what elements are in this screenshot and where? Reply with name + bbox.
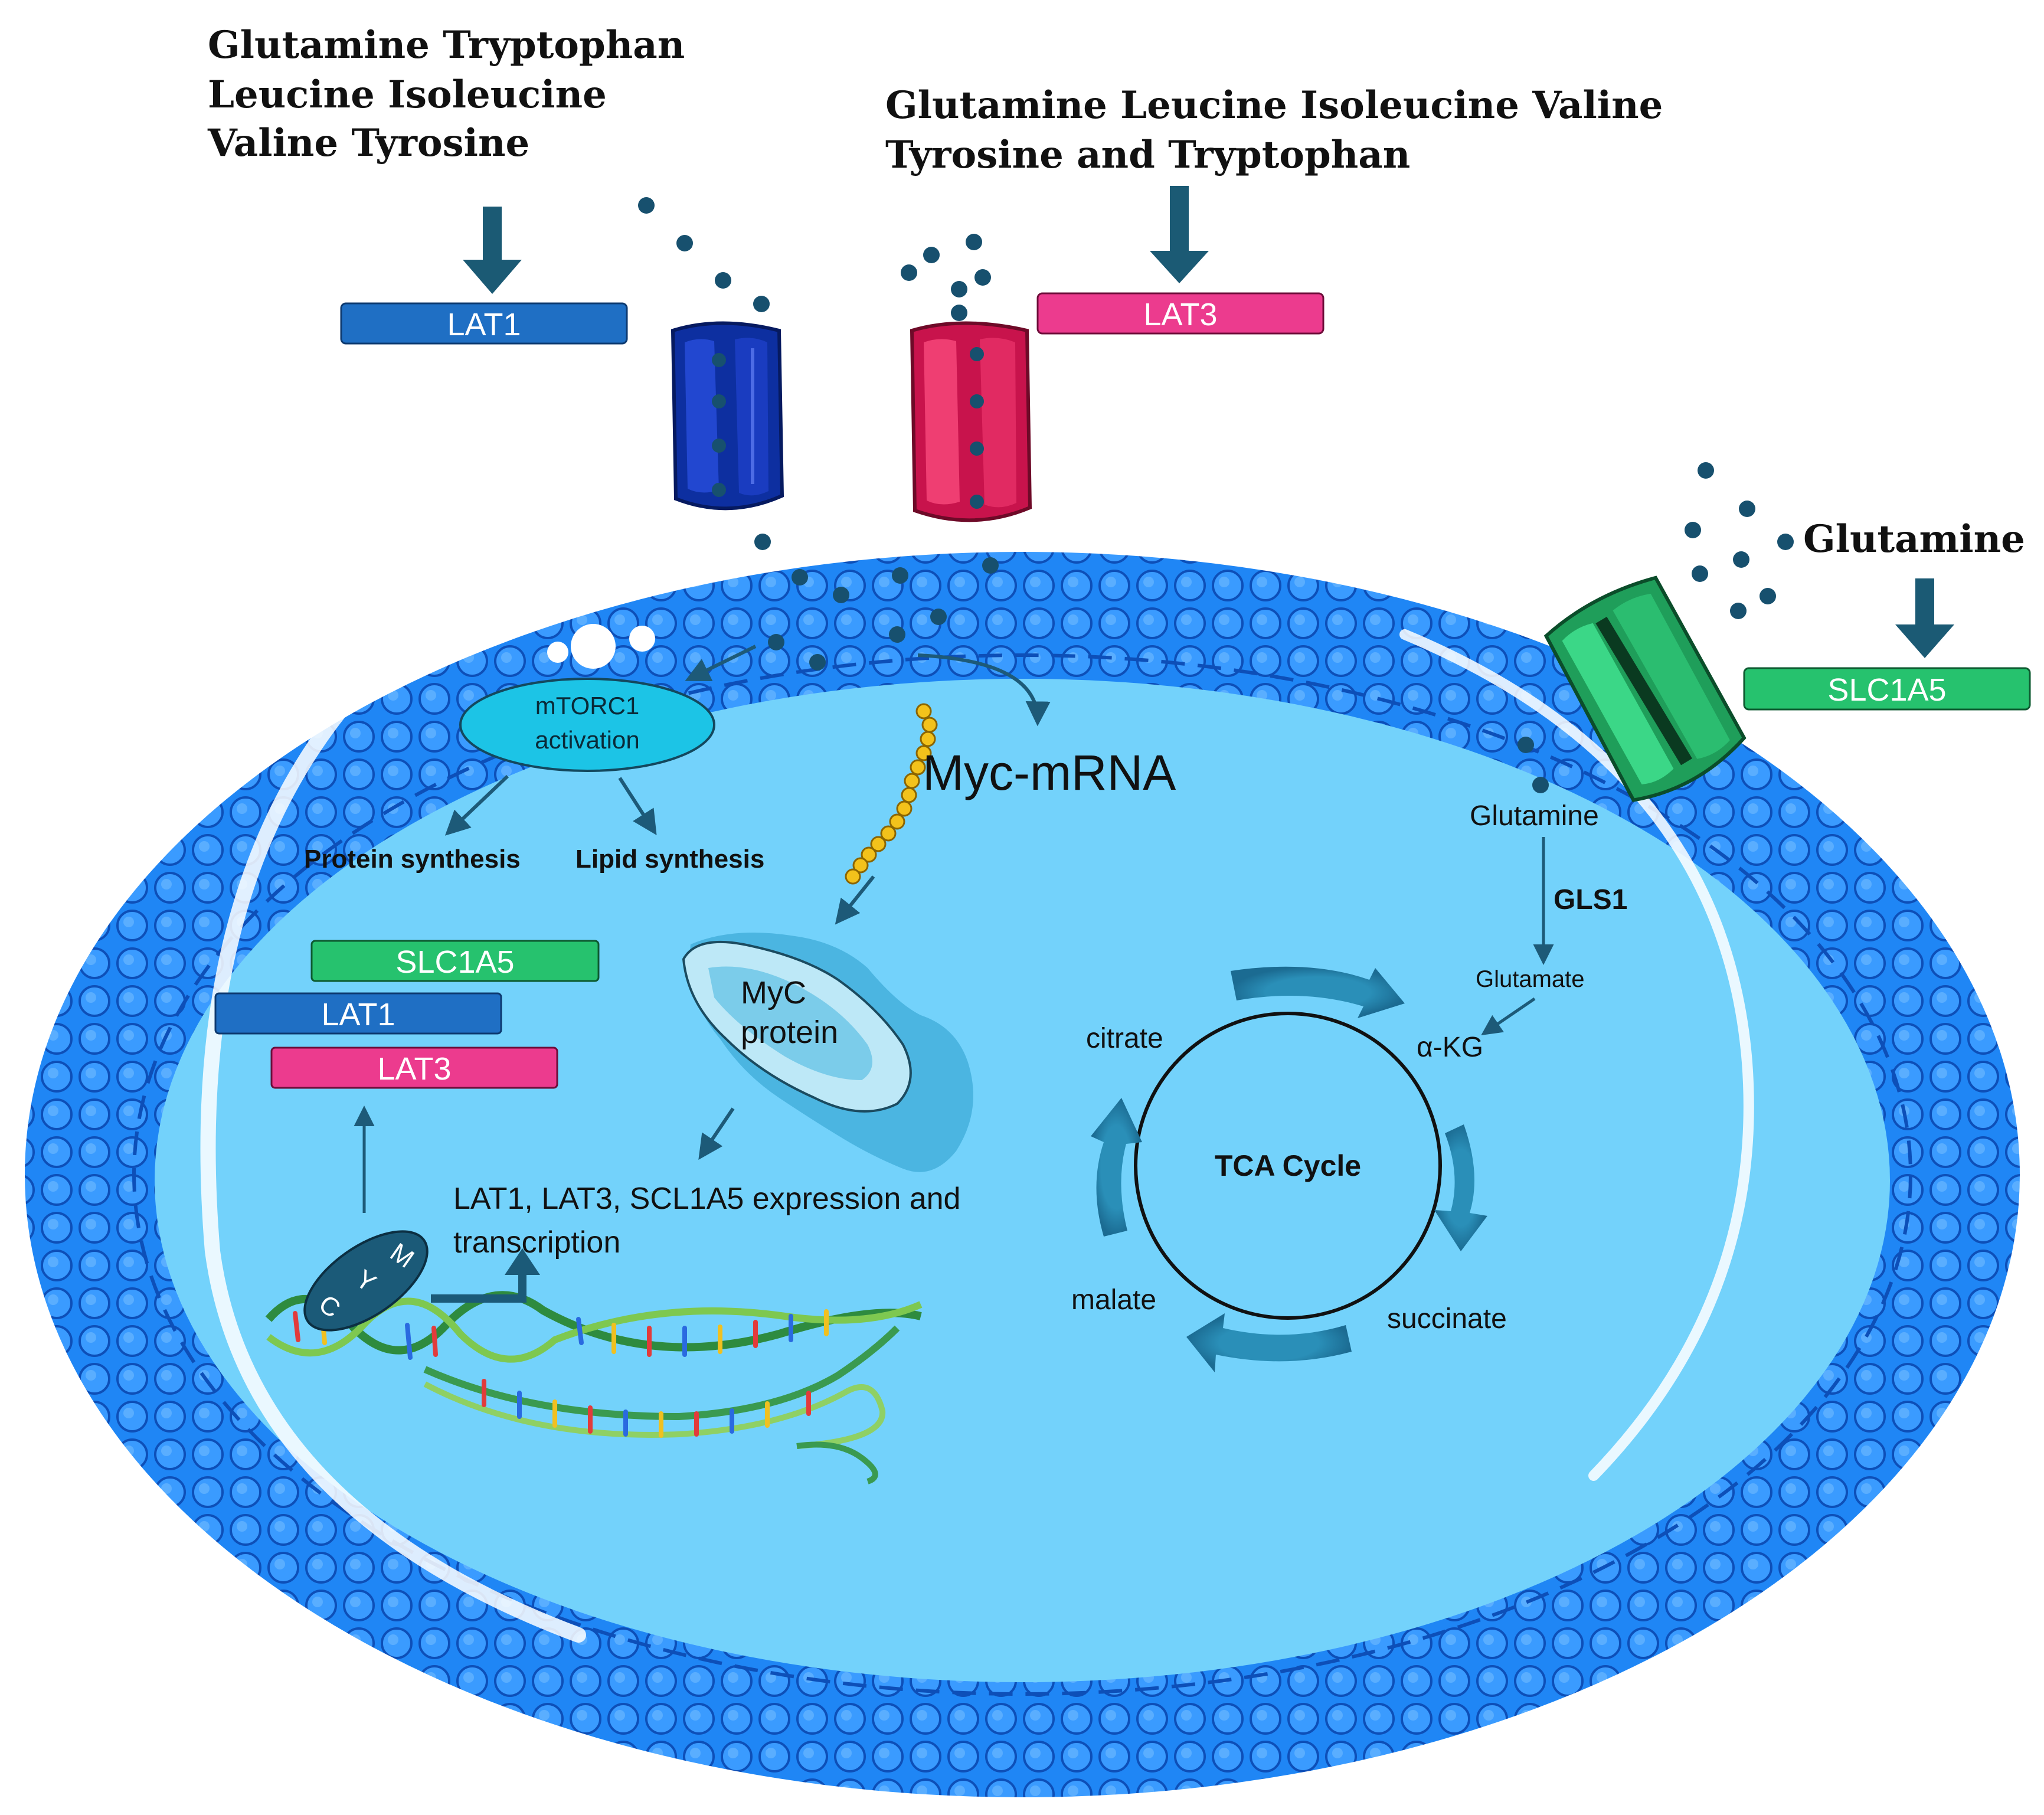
citrate-label: citrate	[1086, 1023, 1163, 1054]
mtorc1-node: mTORC1 activation	[459, 678, 715, 772]
expressed-slc1a5-label: SLC1A5	[395, 944, 514, 980]
tca-cycle-label: TCA Cycle	[1215, 1149, 1361, 1182]
slc1a5-transporter-tag: SLC1A5	[1743, 667, 2031, 711]
lipid-synthesis-label: Lipid synthesis	[575, 845, 764, 874]
down-arrow-icon	[1150, 186, 1209, 283]
amino-acid-molecules	[638, 197, 1794, 793]
transcription-start-arrow	[431, 1248, 540, 1303]
gls1-enzyme-label: GLS1	[1554, 884, 1627, 915]
expressed-lat1-label: LAT1	[321, 997, 395, 1032]
slc1a5-substrate-label: Glutamine	[1803, 517, 2025, 561]
expression-label-line-2: transcription	[453, 1225, 620, 1260]
myc-protein-label-line-2: protein	[741, 1015, 838, 1050]
arrow-to-expression	[698, 1107, 735, 1160]
lat1-substrate-line-3: Valine Tyrosine	[207, 121, 529, 165]
cytoplasm-highlight-left	[200, 618, 586, 1643]
cytoplasm-highlight-right	[1399, 629, 1754, 1481]
alpha-kg-label: α-KG	[1417, 1032, 1483, 1063]
mtorc1-bubbles	[547, 624, 655, 669]
slc1a5-channel	[1543, 575, 1747, 802]
tca-cycle-arrows	[1091, 966, 1487, 1372]
mrna-strand	[845, 703, 938, 885]
mtorc1-label-line-2: activation	[535, 726, 639, 754]
myc-mrna-label: Myc-mRNA	[923, 745, 1176, 800]
expression-label-line-1: LAT1, LAT3, SCL1A5 expression and	[453, 1182, 960, 1216]
lat3-channel	[910, 321, 1032, 522]
lat1-substrate-line-2: Leucine Isoleucine	[208, 73, 607, 117]
lat1-channel	[671, 321, 784, 511]
myc-protein-label-line-1: MyC	[741, 975, 806, 1010]
arrow-to-mtorc1	[685, 645, 757, 682]
lat1-substrate-line-1: Glutamine Tryptophan	[208, 23, 685, 67]
lat3-substrate-label: Glutamine Leucine Isoleucine Valine Tyro…	[885, 83, 1663, 177]
down-arrow-icon	[463, 207, 522, 294]
expressed-lat3-label: LAT3	[377, 1051, 451, 1087]
protein-synthesis-label: Protein synthesis	[304, 845, 521, 874]
succinate-label: succinate	[1387, 1303, 1507, 1335]
cytoplasm	[155, 679, 1890, 1682]
lat1-substrate-label: Glutamine Tryptophan Leucine Isoleucine …	[207, 23, 685, 165]
glutamate-label: Glutamate	[1476, 966, 1585, 992]
arrow-glutamate-to-akg	[1481, 997, 1536, 1035]
arrow-to-myc-mrna	[917, 653, 1051, 727]
myc-transcription-factor: M Y C	[303, 1230, 429, 1332]
malate-label: malate	[1071, 1284, 1156, 1316]
arrow-to-myc-protein	[835, 875, 875, 925]
down-arrow-icon	[1895, 578, 1954, 658]
myc-protein-blob: MyC protein	[682, 933, 973, 1172]
lat3-tag-label: LAT3	[1143, 297, 1217, 332]
arrow-to-lipid-synthesis	[618, 777, 657, 836]
lat3-substrate-line-1: Glutamine Leucine Isoleucine Valine	[885, 83, 1663, 127]
expressed-lat1-box: LAT1	[214, 992, 502, 1035]
expressed-lat3-box: LAT3	[270, 1047, 558, 1089]
membrane-inner-ring	[132, 653, 1912, 1696]
slc1a5-tag-label: SLC1A5	[1827, 672, 1946, 708]
glutamine-label: Glutamine	[1470, 800, 1599, 832]
lat1-transporter-tag: LAT1	[340, 302, 628, 345]
lat3-substrate-line-2: Tyrosine and Tryptophan	[885, 133, 1410, 177]
arrow-to-protein-synthesis	[444, 774, 509, 836]
lat1-tag-label: LAT1	[447, 307, 521, 342]
tca-cycle-ring	[1134, 1012, 1442, 1320]
lat3-transporter-tag: LAT3	[1036, 292, 1324, 335]
mtorc1-label-line-1: mTORC1	[535, 692, 640, 720]
expressed-slc1a5-box: SLC1A5	[310, 940, 600, 982]
